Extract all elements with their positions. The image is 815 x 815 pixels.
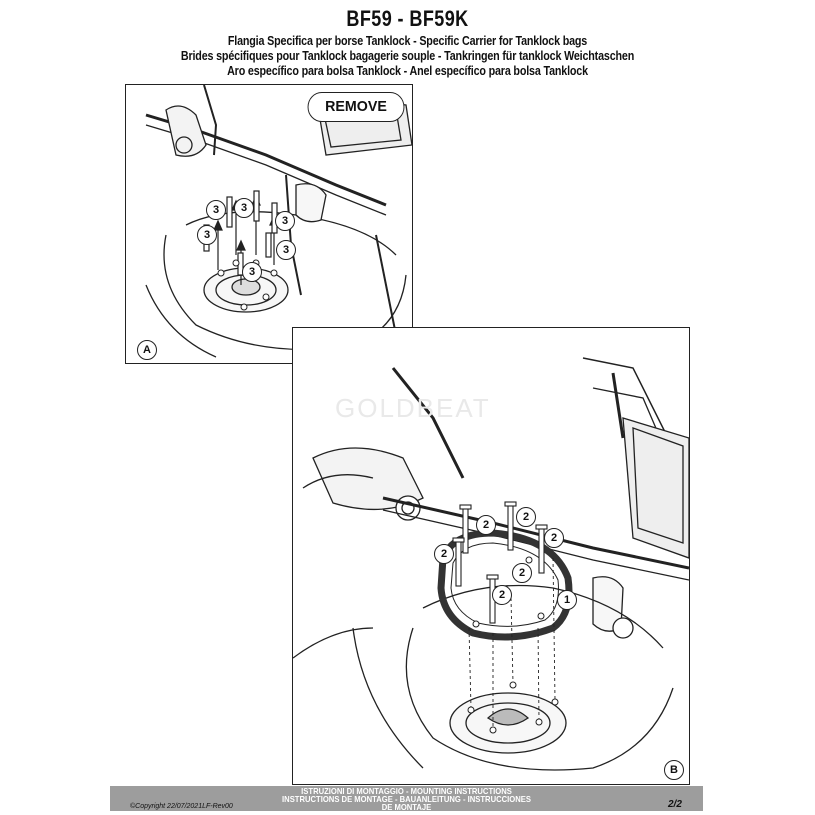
- callout-3: 3: [197, 225, 217, 245]
- footer-line-3: DE MONTAJE: [381, 802, 432, 812]
- callout-2: 2: [434, 544, 454, 564]
- page-number: 2/2: [668, 799, 682, 810]
- subtitle-line-2: Brides spécifiques pour Tanklock bagager…: [180, 49, 635, 63]
- callout-2: 2: [492, 585, 512, 605]
- callout-3: 3: [242, 262, 262, 282]
- callout-3: 3: [275, 211, 295, 231]
- panel-a-drawing: [145, 85, 412, 358]
- panel-b-label: B: [664, 760, 684, 780]
- footer-line-2: INSTRUCTIONS DE MONTAGE - BAUANLEITUNG -…: [282, 794, 531, 804]
- callout-2: 2: [476, 515, 496, 535]
- callout-3: 3: [276, 240, 296, 260]
- subtitle-line-3: Aro específico para bolsa Tanklock - Ane…: [227, 64, 588, 78]
- copyright-text: ©Copyright 22/07/2021LF-Rev00: [130, 803, 233, 810]
- document-title: BF59 - BF59K: [346, 6, 469, 31]
- callout-3: 3: [206, 200, 226, 220]
- illustration-panel-b: [292, 327, 690, 785]
- panel-b-drawing: [293, 357, 689, 771]
- callout-2: 2: [544, 528, 564, 548]
- illustration-panel-a: [125, 84, 413, 364]
- footer-line-1: ISTRUZIONI DI MONTAGGIO - MOUNTING INSTR…: [301, 786, 512, 796]
- callout-1: 1: [557, 590, 577, 610]
- remove-label: REMOVE: [307, 92, 405, 122]
- subtitle-line-1: Flangia Specifica per borse Tanklock - S…: [227, 34, 588, 48]
- callout-2: 2: [516, 507, 536, 527]
- callout-3: 3: [234, 198, 254, 218]
- callout-2: 2: [512, 563, 532, 583]
- watermark-text: GOLDBEAT: [335, 393, 491, 423]
- footer-bar: ISTRUZIONI DI MONTAGGIO - MOUNTING INSTR…: [110, 786, 703, 811]
- panel-a-label: A: [137, 340, 157, 360]
